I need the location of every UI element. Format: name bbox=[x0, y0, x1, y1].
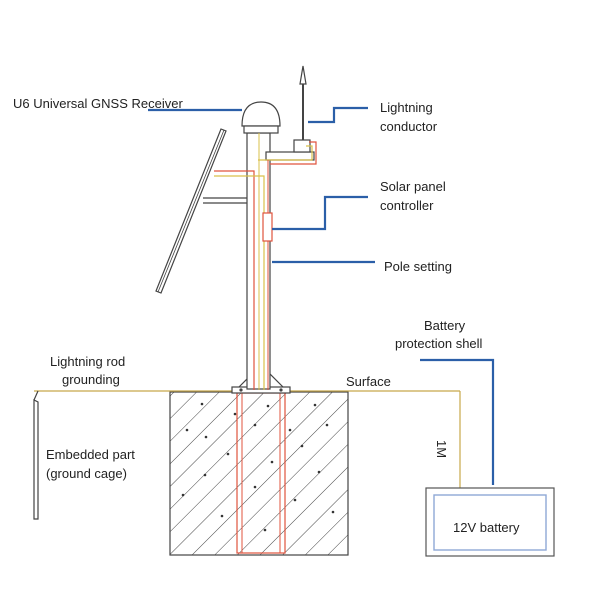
grounding-stake bbox=[33, 390, 39, 520]
embedded-part-label-line2: (ground cage) bbox=[46, 466, 127, 481]
gnss-receiver bbox=[241, 101, 281, 134]
pole-setting-label: Pole setting bbox=[384, 259, 452, 274]
lightning-conductor-label-line2: conductor bbox=[380, 119, 438, 134]
solar-panel bbox=[155, 128, 247, 294]
ground-cage bbox=[236, 392, 286, 554]
antenna-mount bbox=[265, 139, 315, 161]
internal-wiring bbox=[214, 133, 317, 390]
embedded-part-label-line1: Embedded part bbox=[46, 447, 135, 462]
receiver-label: U6 Universal GNSS Receiver bbox=[13, 96, 183, 111]
concrete-foundation bbox=[169, 391, 349, 556]
solar-controller-label-line2: controller bbox=[380, 198, 434, 213]
labels: U6 Universal GNSS Receiver Lightning con… bbox=[13, 96, 520, 535]
battery-label: 12V battery bbox=[453, 520, 520, 535]
solar-controller-box bbox=[262, 212, 273, 242]
surface-label: Surface bbox=[346, 374, 391, 389]
callout-lines bbox=[148, 106, 495, 485]
battery-shell-label-line1: Battery bbox=[424, 318, 466, 333]
rod-grounding-label-line2: grounding bbox=[62, 372, 120, 387]
battery-protection-shell bbox=[433, 494, 547, 551]
lightning-rod bbox=[299, 65, 307, 140]
lightning-conductor-label-line1: Lightning bbox=[380, 100, 433, 115]
rod-grounding-label-line1: Lightning rod bbox=[50, 354, 125, 369]
depth-label: 1M bbox=[434, 440, 449, 458]
battery-enclosure bbox=[425, 487, 555, 557]
solar-controller-label-line1: Solar panel bbox=[380, 179, 446, 194]
battery-shell-label-line2: protection shell bbox=[395, 336, 483, 351]
aggregate-dots bbox=[181, 402, 335, 532]
